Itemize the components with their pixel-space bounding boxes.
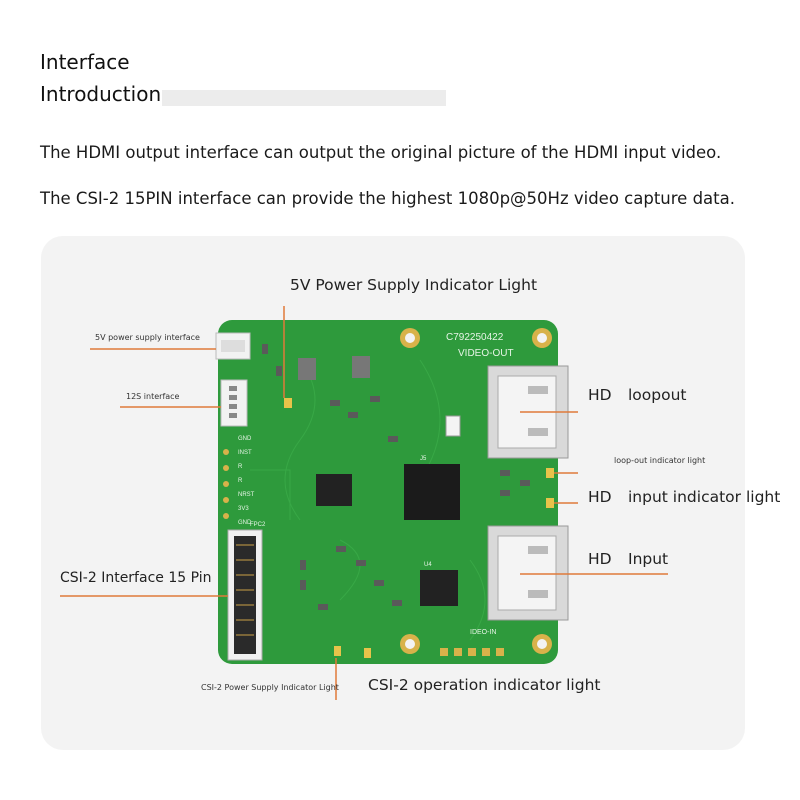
callout-csi-interface: CSI-2 Interface 15 Pin [60,570,212,586]
callout-hdmi-input-light-prefix: HD [588,488,612,506]
led-5v [284,398,292,408]
callout-power-light: 5V Power Supply Indicator Light [290,276,538,294]
silk-fpc: FPC2 [250,522,266,528]
chip-main [404,464,460,520]
leader-lines [60,306,668,700]
callout-power-interface: 5V power supply interface [95,333,200,342]
regulator-1 [298,358,316,380]
callout-loopout-light: loop-out indicator light [614,456,706,465]
crystal [445,415,461,437]
silk-part-number: C792250422 [446,332,504,343]
silk-j5: J5 [420,456,427,462]
silk-pin-2: R [238,464,243,470]
smd-components [262,344,530,610]
pin-header-left [223,449,229,519]
callout-csi-power-light: CSI-2 Power Supply Indicator Light [201,683,339,692]
silkscreen: C792250422 VIDEO-OUT IDEO-IN FPC2 U4 J5 … [238,332,514,636]
callout-hdmi-input-light: input indicator light [628,488,781,506]
heading-line-2: Introduction [40,82,162,106]
silk-video-in: IDEO-IN [470,629,496,636]
led-hdmi-in [546,498,554,508]
intro-hdmi-output: The HDMI output interface can output the… [40,143,722,162]
mounting-holes [400,328,552,654]
silk-u4: U4 [424,562,432,568]
silk-pin-6: GND [238,520,252,526]
callout-i2s-interface: 12S interface [126,392,180,401]
intro-csi-capture: The CSI-2 15PIN interface can provide th… [40,189,735,208]
led-csi-operation [364,648,371,658]
bottom-header-pads [440,648,504,656]
led-loopout [546,468,554,478]
chip-small [316,474,352,506]
silk-pin-4: NRST [238,492,255,498]
silk-video-out: VIDEO-OUT [458,348,514,359]
pcb-board [218,320,558,664]
heading-underline [162,90,446,106]
callout-hdmi-input: Input [628,550,669,568]
led-csi-power [334,646,341,656]
silk-pin-5: 3V3 [238,506,249,512]
callout-hdmi-loopout: loopout [628,386,687,404]
chip-u4 [420,570,458,606]
hdmi-input-connector [487,525,569,621]
silk-pin-1: INST [238,450,252,456]
heading-line-1: Interface [40,50,130,74]
callout-hdmi-loopout-prefix: HD [588,386,612,404]
silk-pin-0: GND [238,436,252,442]
callout-hdmi-input-prefix: HD [588,550,612,568]
callout-csi-operation-light: CSI-2 operation indicator light [368,676,601,694]
regulator-2 [352,356,370,378]
silk-pin-3: R [238,478,243,484]
